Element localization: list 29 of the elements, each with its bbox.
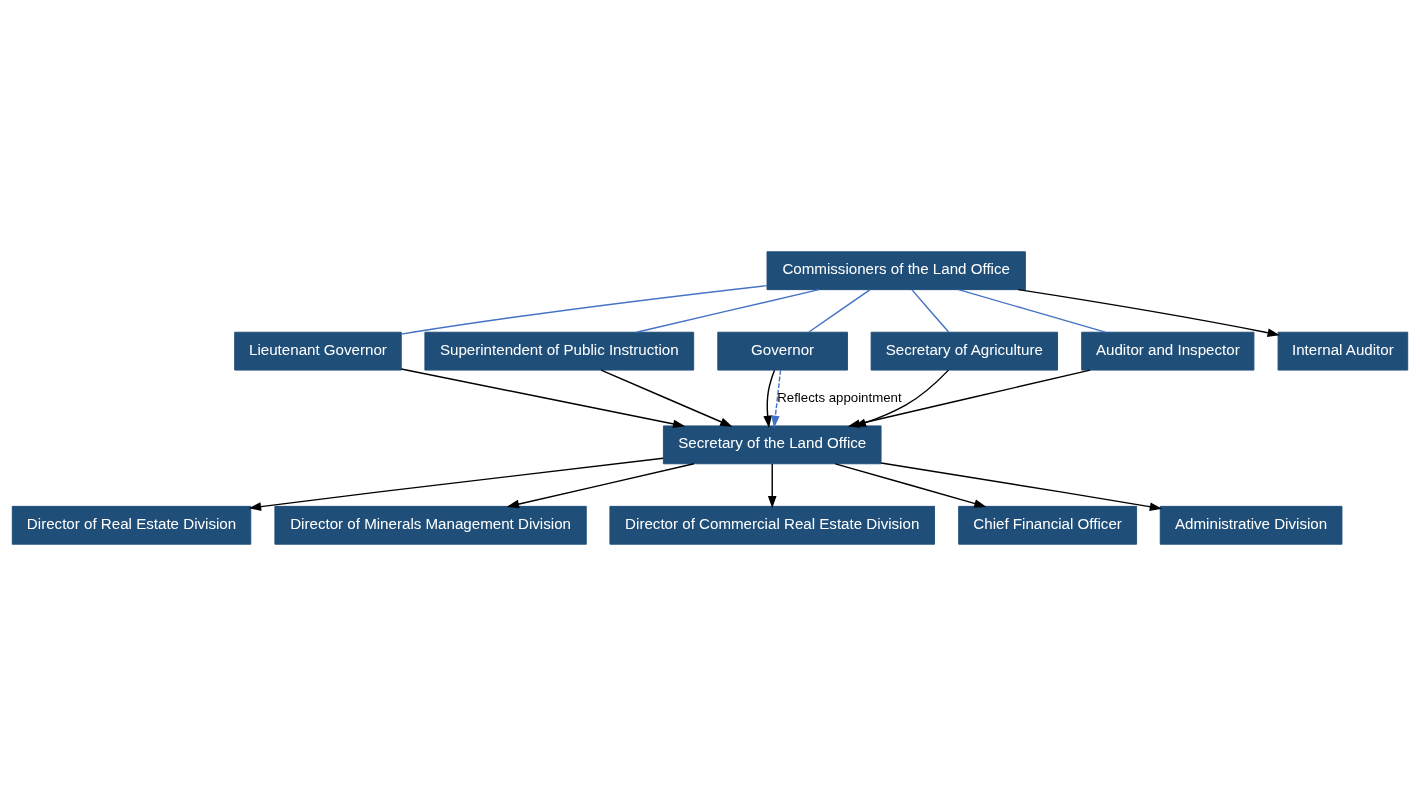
node-box: Commissioners of the Land Office [766, 251, 1026, 291]
node-box: Internal Auditor [1277, 331, 1409, 371]
connector [400, 284, 768, 335]
arrow [400, 368, 686, 429]
arrow [767, 463, 777, 509]
node-box: Director of Real Estate Division [11, 505, 252, 545]
node-box: Administrative Division [1159, 505, 1343, 545]
arrow [506, 463, 695, 509]
node-box: Secretary of the Land Office [662, 425, 882, 465]
node-box: Auditor and Inspector [1081, 331, 1255, 371]
node-box: Director of Minerals Management Division [274, 505, 587, 545]
arrow [880, 462, 1163, 511]
node-box: Director of Commercial Real Estate Division [609, 505, 935, 545]
node-box: Chief Financial Officer [958, 505, 1138, 545]
connector [635, 288, 820, 333]
node-box: Governor [717, 331, 848, 371]
node-box: Secretary of Agriculture [870, 331, 1059, 371]
arrow [248, 457, 664, 511]
connector [911, 289, 950, 333]
arrow [600, 369, 733, 427]
connector [808, 288, 871, 333]
edge-label: Reflects appointment [777, 389, 902, 405]
connector [957, 288, 1107, 333]
arrow [834, 463, 987, 508]
arrow [1017, 288, 1280, 337]
node-box: Superintendent of Public Instruction [424, 331, 695, 371]
arrow [763, 369, 776, 428]
node-box: Lieutenant Governor [234, 331, 402, 371]
arrow [771, 369, 782, 428]
